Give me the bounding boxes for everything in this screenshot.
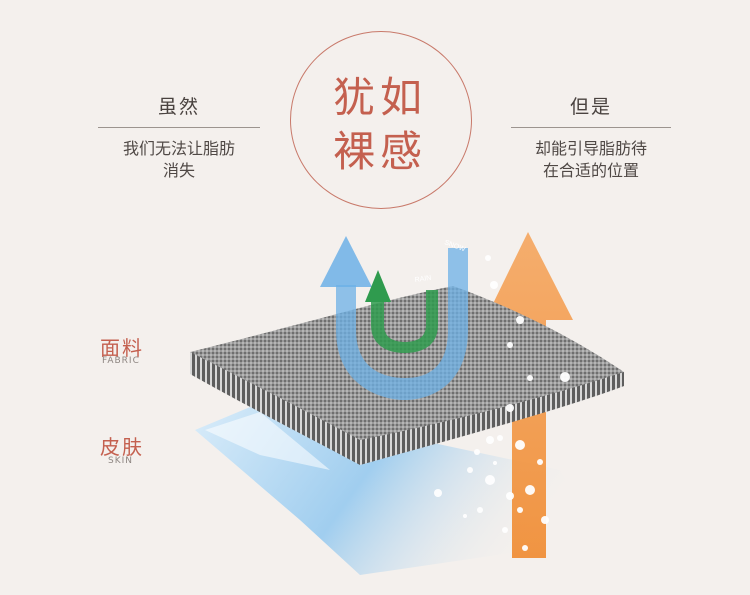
circle-char-2: 如 (380, 73, 423, 122)
right-text-block: 但是 却能引导脂肪待 在合适的位置 (511, 92, 671, 182)
left-text-block: 虽然 我们无法让脂肪 消失 (98, 92, 260, 182)
left-heading: 虽然 (157, 96, 200, 118)
blue-u-arrow (336, 248, 468, 400)
left-desc-line2: 消失 (162, 161, 195, 180)
right-desc-line2: 在合适的位置 (542, 161, 639, 180)
green-arrow-head (365, 270, 391, 302)
right-divider (511, 127, 671, 128)
fabric-label-en: FABRIC (102, 356, 140, 366)
fabric-layer (190, 286, 624, 465)
title-circle (290, 31, 472, 209)
arrow-word-rain: RAIN (414, 275, 432, 284)
skin-label-en: SKIN (108, 456, 134, 466)
green-u-arrow (371, 290, 438, 353)
blue-arrow-head (320, 236, 372, 287)
fabric-label: 面料 (100, 336, 144, 360)
left-desc-line1: 我们无法让脂肪 (122, 139, 235, 158)
circle-char-4: 感 (380, 127, 423, 176)
right-desc-line1: 却能引导脂肪待 (534, 139, 647, 158)
water-bubbles (434, 255, 570, 551)
circle-char-3: 裸 (333, 127, 376, 176)
left-divider (98, 127, 260, 128)
right-heading: 但是 (569, 96, 612, 118)
circle-char-1: 犹 (333, 73, 376, 122)
skin-label: 皮肤 (100, 435, 144, 459)
skin-highlight (205, 412, 330, 470)
